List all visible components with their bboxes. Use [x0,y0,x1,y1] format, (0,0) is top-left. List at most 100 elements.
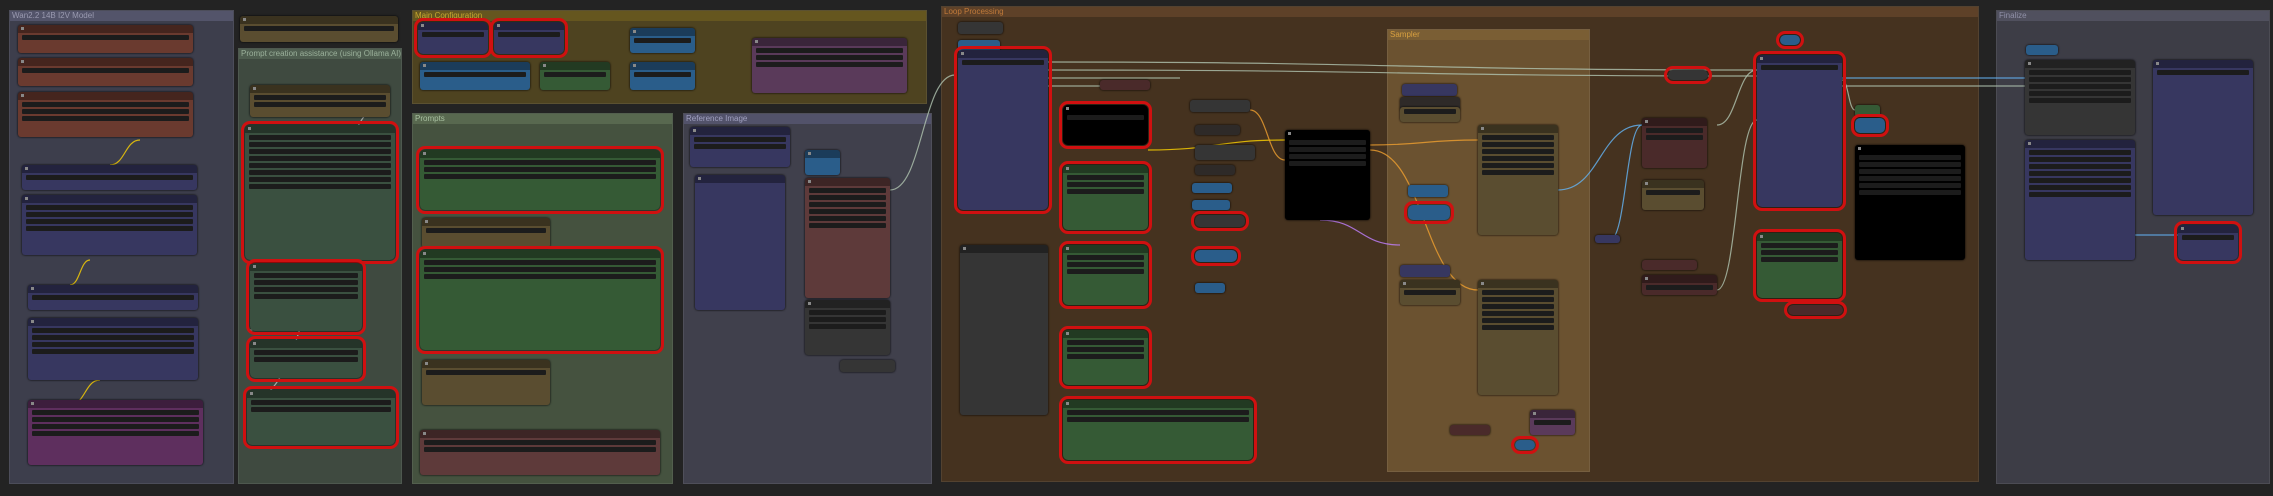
workflow-node[interactable] [1530,410,1575,435]
workflow-node[interactable] [241,121,399,264]
node-widget[interactable] [498,32,560,37]
node-widget[interactable] [2029,185,2131,190]
workflow-node[interactable] [416,246,664,354]
workflow-node[interactable] [1478,280,1558,395]
node-widget[interactable] [694,137,786,142]
node-title-bar[interactable] [1063,330,1148,338]
node-widget[interactable] [251,400,391,405]
workflow-node[interactable] [2153,60,2253,215]
node-widget[interactable] [426,370,546,375]
node-widget[interactable] [424,260,656,265]
workflow-node[interactable] [630,28,695,53]
node-widget[interactable] [1482,163,1554,168]
node-title-bar[interactable] [1642,275,1717,283]
workflow-node[interactable] [2025,140,2135,260]
node-widget[interactable] [244,26,394,31]
workflow-node[interactable] [1595,235,1620,243]
node-title-bar[interactable] [1757,55,1842,63]
node-widget[interactable] [424,160,656,165]
node-widget[interactable] [1289,154,1366,159]
node-widget[interactable] [1482,142,1554,147]
workflow-node[interactable] [1400,107,1460,122]
node-title-bar[interactable] [1063,245,1148,253]
node-widget[interactable] [2029,192,2131,197]
workflow-node[interactable] [22,165,197,190]
node-widget[interactable] [32,431,199,436]
node-title-bar[interactable] [1642,180,1704,188]
node-widget[interactable] [249,149,391,154]
node-widget[interactable] [809,202,886,207]
workflow-node[interactable] [1664,66,1712,84]
node-title-bar[interactable] [420,430,660,438]
node-widget[interactable] [2029,98,2131,103]
node-widget[interactable] [32,410,199,415]
node-widget[interactable] [32,417,199,422]
workflow-node[interactable] [958,40,1000,52]
node-widget[interactable] [2029,164,2131,169]
node-title-bar[interactable] [1642,118,1707,126]
node-widget[interactable] [756,62,903,67]
node-widget[interactable] [1067,269,1144,274]
node-widget[interactable] [1067,255,1144,260]
node-title-bar[interactable] [630,62,695,70]
node-widget[interactable] [1482,297,1554,302]
node-widget[interactable] [254,273,358,278]
node-widget[interactable] [1067,340,1144,345]
workflow-node[interactable] [954,46,1052,214]
workflow-node[interactable] [420,430,660,475]
node-widget[interactable] [1067,262,1144,267]
workflow-node[interactable] [243,386,399,449]
workflow-node[interactable] [28,318,198,380]
node-widget[interactable] [809,317,886,322]
node-title-bar[interactable] [960,245,1048,253]
node-widget[interactable] [249,177,391,182]
node-title-bar[interactable] [2025,60,2135,68]
node-widget[interactable] [1761,243,1838,248]
workflow-node[interactable] [960,245,1048,415]
node-widget[interactable] [2029,171,2131,176]
node-widget[interactable] [254,287,358,292]
workflow-node[interactable] [414,18,492,58]
node-title-bar[interactable] [1530,410,1575,418]
workflow-node[interactable] [1195,283,1225,293]
node-widget[interactable] [249,135,391,140]
node-widget[interactable] [1067,115,1144,120]
node-widget[interactable] [424,267,656,272]
workflow-node[interactable] [1404,201,1454,224]
node-widget[interactable] [254,357,358,362]
node-widget[interactable] [251,407,391,412]
node-widget[interactable] [1482,304,1554,309]
workflow-node[interactable] [1059,396,1257,464]
workflow-node[interactable] [690,127,790,167]
workflow-node[interactable] [422,360,550,405]
node-widget[interactable] [22,68,189,73]
node-title-bar[interactable] [2153,60,2253,68]
node-title-bar[interactable] [752,38,907,46]
node-widget[interactable] [544,72,606,77]
node-widget[interactable] [1859,169,1961,174]
node-widget[interactable] [2029,84,2131,89]
node-widget[interactable] [26,205,193,210]
node-widget[interactable] [254,102,386,107]
node-widget[interactable] [1404,109,1456,114]
node-title-bar[interactable] [247,390,395,398]
node-widget[interactable] [809,216,886,221]
node-title-bar[interactable] [1285,130,1370,138]
node-widget[interactable] [2182,235,2234,240]
workflow-node[interactable] [840,360,895,372]
node-widget[interactable] [254,95,386,100]
node-title-bar[interactable] [805,178,890,186]
node-widget[interactable] [1482,311,1554,316]
node-widget[interactable] [1646,285,1713,290]
node-title-bar[interactable] [422,360,550,368]
node-title-bar[interactable] [540,62,610,70]
workflow-node[interactable] [1511,436,1539,454]
node-widget[interactable] [424,274,656,279]
workflow-node[interactable] [2026,45,2058,55]
node-widget[interactable] [634,72,691,77]
workflow-node[interactable] [1408,185,1448,197]
node-widget[interactable] [1067,189,1144,194]
node-title-bar[interactable] [18,58,193,66]
node-widget[interactable] [1761,250,1838,255]
node-widget[interactable] [1482,156,1554,161]
